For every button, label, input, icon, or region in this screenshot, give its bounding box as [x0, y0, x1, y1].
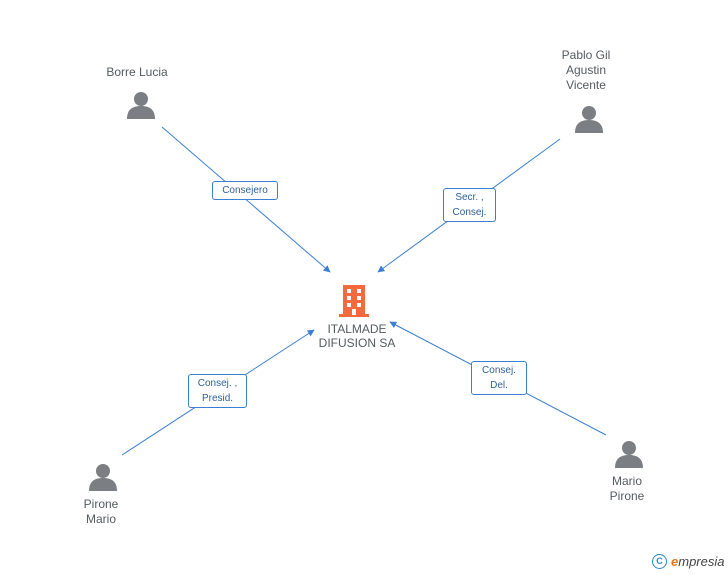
brand-initial: e	[671, 554, 679, 569]
role-label-pablo-gil[interactable]: Secr. , Consej.	[443, 188, 496, 222]
person-name-pablo-gil[interactable]: Pablo Gil Agustin Vicente	[561, 48, 611, 92]
role-label-mario-pirone[interactable]: Consej. Del.	[471, 361, 527, 395]
person-name-mario-pirone[interactable]: Mario Pirone	[609, 474, 645, 503]
brand-name: mpresia	[678, 554, 725, 569]
person-icon	[127, 92, 155, 119]
company-name[interactable]: ITALMADE DIFUSION SA	[318, 322, 396, 350]
person-icon	[615, 441, 643, 468]
role-label-pirone-mario[interactable]: Consej. , Presid.	[188, 374, 247, 408]
copyright-icon: C	[652, 554, 667, 569]
role-label-borre-lucia[interactable]: Consejero	[212, 181, 278, 200]
person-name-borre-lucia[interactable]: Borre Lucia	[106, 65, 168, 79]
person-name-pirone-mario[interactable]: Pirone Mario	[83, 497, 119, 526]
person-icon	[89, 464, 117, 491]
building-icon	[339, 285, 369, 317]
person-icon	[575, 106, 603, 133]
